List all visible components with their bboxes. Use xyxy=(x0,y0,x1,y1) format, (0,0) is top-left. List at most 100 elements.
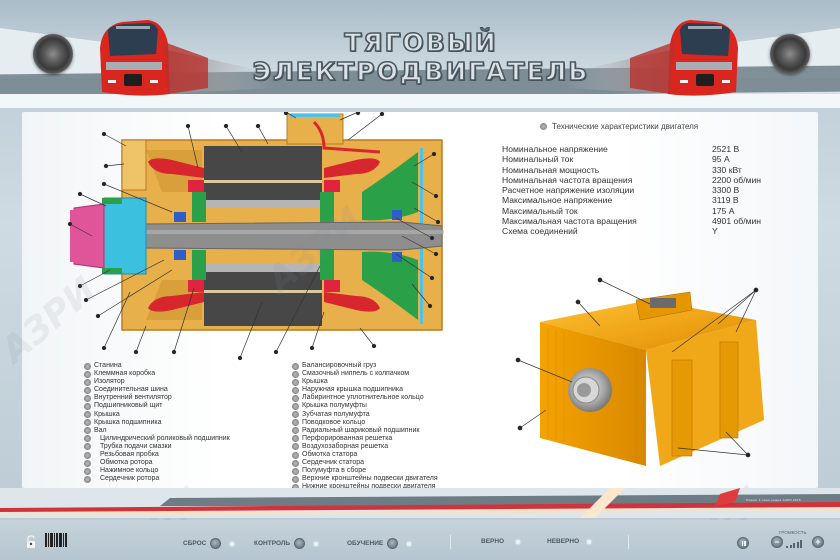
legend-bullet-icon[interactable] xyxy=(84,370,91,378)
legend-item[interactable]: Вал xyxy=(84,427,230,435)
speaker-icon-left[interactable] xyxy=(33,34,73,74)
legend-item[interactable]: Радиальный шариковый подшипник xyxy=(292,427,438,435)
legend-item[interactable]: Верхние кронштейны подвески двигателя xyxy=(292,475,438,483)
legend-item[interactable]: Зубчатая полумуфта xyxy=(292,411,438,419)
training-mode-button[interactable]: ОБУЧЕНИЕ xyxy=(347,538,412,549)
lock-icon[interactable] xyxy=(26,535,36,549)
legend-item[interactable]: Внутренний вентилятор xyxy=(84,394,230,402)
specs-heading: Технические характеристики двигателя xyxy=(540,122,792,131)
header-banner: ТЯГОВЫЙ ЭЛЕКТРОДВИГАТЕЛЬ xyxy=(0,0,840,108)
legend-bullet-icon[interactable] xyxy=(84,419,91,427)
legend-bullet-icon[interactable] xyxy=(84,411,91,419)
legend-item[interactable]: Смазочный ниппель с колпачком xyxy=(292,370,438,378)
train-image-right xyxy=(565,20,738,96)
legend-bullet-icon[interactable] xyxy=(292,386,299,394)
volume-down-button[interactable]: − xyxy=(771,536,783,548)
speaker-icon-right[interactable] xyxy=(770,34,810,74)
divider xyxy=(628,535,629,549)
legend-item[interactable]: Изолятор xyxy=(84,378,230,386)
reset-button[interactable]: СБРОС xyxy=(183,538,235,549)
legend-bullet-icon[interactable] xyxy=(84,459,91,467)
footer-meta-text: Плакат 1 типография АЗРИ 2015 xyxy=(746,498,801,502)
motor-3d-view xyxy=(515,277,764,466)
legend-bullet-icon[interactable] xyxy=(292,475,299,483)
legend-bullet-icon[interactable] xyxy=(84,451,91,459)
legend-bullet-icon[interactable] xyxy=(292,403,299,411)
legend-item[interactable]: Крышка xyxy=(84,411,230,419)
decorative-stripes xyxy=(0,488,840,518)
control-indicator-icon[interactable] xyxy=(294,538,306,549)
legend-bullet-icon[interactable] xyxy=(292,394,299,402)
volume-label: ГРОМКОСТЬ xyxy=(779,530,807,535)
legend-item[interactable]: Подшипниковый щит xyxy=(84,402,230,411)
control-bar xyxy=(0,520,840,560)
legend-bullet-icon[interactable] xyxy=(84,386,91,394)
legend-bullet-icon[interactable] xyxy=(292,443,299,451)
legend-bullet-icon[interactable] xyxy=(292,483,299,491)
bullet-icon xyxy=(540,123,547,130)
legend-bullet-icon[interactable] xyxy=(84,443,91,451)
legend-bullet-icon[interactable] xyxy=(292,411,299,419)
training-indicator-icon[interactable] xyxy=(387,538,399,549)
legend-item[interactable]: Нижние кронштейны подвески двигателя xyxy=(292,483,438,491)
legend-bullet-icon[interactable] xyxy=(84,394,91,402)
legend-item[interactable]: Сердечник статора xyxy=(292,459,438,467)
parts-legend-column-1: Станина Клеммная коробка Изолятор Соедин… xyxy=(84,362,230,483)
legend-item[interactable]: Балансировочный груз xyxy=(292,362,438,370)
legend-bullet-icon[interactable] xyxy=(84,378,91,386)
legend-bullet-icon[interactable] xyxy=(84,427,91,435)
legend-item[interactable]: Поводковое кольцо xyxy=(292,419,438,427)
legend-item[interactable]: Обмотка ротора xyxy=(84,459,230,467)
legend-item[interactable]: Перфорированная решетка xyxy=(292,435,438,443)
legend-bullet-icon[interactable] xyxy=(292,459,299,467)
legend-bullet-icon[interactable] xyxy=(84,403,91,411)
pause-button[interactable] xyxy=(737,537,749,549)
volume-level-icon xyxy=(786,540,802,548)
legend-item[interactable]: Цилиндрический роликовый подшипник xyxy=(84,435,230,443)
legend-item[interactable]: Крышка подшипника xyxy=(84,419,230,427)
legend-item[interactable]: Обмотка статора xyxy=(292,451,438,459)
technical-specs: Технические характеристики двигателя Ном… xyxy=(502,122,792,237)
status-led xyxy=(314,541,319,546)
legend-bullet-icon[interactable] xyxy=(292,362,299,370)
legend-bullet-icon[interactable] xyxy=(292,378,299,386)
control-mode-button[interactable]: КОНТРОЛЬ xyxy=(254,538,319,549)
legend-bullet-icon[interactable] xyxy=(84,475,91,483)
legend-bullet-icon[interactable] xyxy=(292,467,299,475)
legend-bullet-icon[interactable] xyxy=(84,362,91,370)
legend-item[interactable]: Наружная крышка подшипника xyxy=(292,386,438,394)
correct-indicator: ВЕРНО xyxy=(481,538,521,545)
legend-item[interactable]: Сердечник ротора xyxy=(84,475,230,483)
reset-indicator-icon[interactable] xyxy=(210,538,222,549)
legend-item[interactable]: Нажимное кольцо xyxy=(84,467,230,475)
volume-up-button[interactable]: + xyxy=(812,536,824,548)
divider xyxy=(450,535,451,549)
legend-item[interactable]: Воздухозаборная решетка xyxy=(292,443,438,451)
legend-bullet-icon[interactable] xyxy=(292,435,299,443)
legend-bullet-icon[interactable] xyxy=(292,427,299,435)
legend-item[interactable]: Соединительная шина xyxy=(84,386,230,394)
incorrect-led xyxy=(587,539,592,544)
legend-bullet-icon[interactable] xyxy=(292,419,299,427)
legend-item[interactable]: Лабиринтное уплотнительное кольцо xyxy=(292,394,438,402)
legend-item[interactable]: Трубка подачи смазки xyxy=(84,443,230,451)
legend-item[interactable]: Крышка xyxy=(292,378,438,386)
correct-led xyxy=(516,539,521,544)
incorrect-indicator: НЕВЕРНО xyxy=(547,538,592,545)
legend-item[interactable]: Резьбовая пробка xyxy=(84,451,230,459)
legend-bullet-icon[interactable] xyxy=(84,467,91,475)
legend-item[interactable]: Станина xyxy=(84,362,230,370)
legend-bullet-icon[interactable] xyxy=(292,370,299,378)
legend-item[interactable]: Крышка полумуфты xyxy=(292,402,438,411)
legend-bullet-icon[interactable] xyxy=(292,451,299,459)
motor-cross-section-diagram xyxy=(67,112,444,361)
content-panel: Станина Клеммная коробка Изолятор Соедин… xyxy=(22,112,818,491)
legend-item[interactable]: Клеммная коробка xyxy=(84,370,230,378)
legend-item[interactable]: Полумуфта в сборе xyxy=(292,467,438,475)
legend-bullet-icon[interactable] xyxy=(84,435,91,443)
